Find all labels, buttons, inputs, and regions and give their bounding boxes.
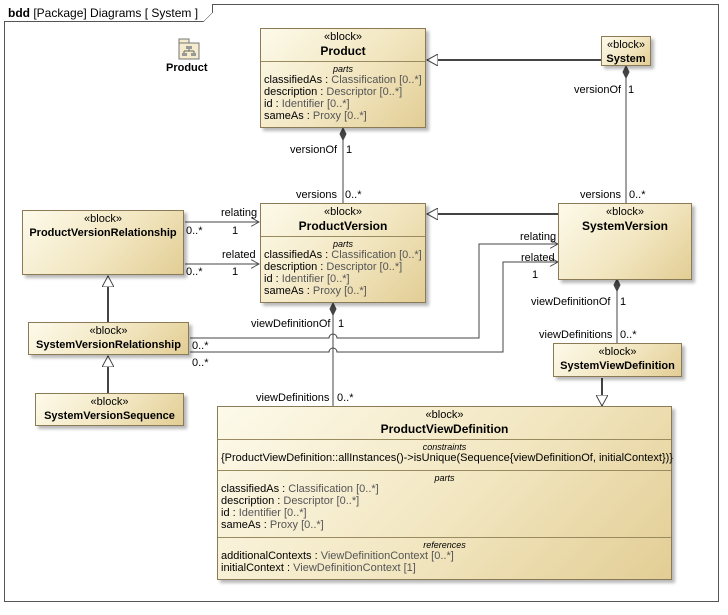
parts-compartment: parts classifiedAs : Classification [0..… [261,236,425,300]
multiplicity-label: 0..* [186,225,203,237]
compartment-title: parts [332,64,353,74]
parts-compartment: parts classifiedAs : Classification [0..… [261,61,425,125]
package-label[interactable]: Product [166,62,208,74]
part-row: description : Descriptor [0..*] [264,86,403,98]
block-name: ProductVersion [298,219,388,233]
compartment-title: references [423,540,466,550]
role-label: related [222,249,256,261]
block-system-version[interactable]: «block» SystemVersion [558,203,692,280]
constraint-row: {ProductViewDefinition::allInstances()->… [221,452,673,464]
part-row: classifiedAs : Classification [0..*] [264,249,422,261]
block-stereotype: «block» [598,346,637,358]
block-stereotype: «block» [607,39,645,51]
part-row: sameAs : Proxy [0..*] [264,110,367,122]
block-stereotype: «block» [84,213,122,225]
parts-compartment: parts classifiedAs : Classification [0..… [218,470,671,534]
block-name: ProductViewDefinition [380,422,509,436]
block-name: SystemVersionRelationship [36,339,181,351]
multiplicity-label: 0..* [337,392,354,404]
reference-row: initialContext : ViewDefinitionContext [… [221,562,416,574]
multiplicity-label: 0..* [345,189,362,201]
block-stereotype: «block» [89,325,128,337]
role-label: viewDefinitions [256,392,330,404]
block-product-version[interactable]: «block» ProductVersion parts classifiedA… [260,203,426,303]
reference-row: additionalContexts : ViewDefinitionConte… [221,550,454,562]
part-row: description : Descriptor [0..*] [264,261,403,273]
block-name: ProductVersionRelationship [29,227,177,239]
references-compartment: references additionalContexts : ViewDefi… [218,537,671,577]
frame-kind: bdd [8,6,30,20]
part-row: id : Identifier [0..*] [221,507,307,519]
compartment-title: parts [332,239,353,249]
role-label: viewDefinitionOf [251,318,331,330]
multiplicity-label: 0..* [629,189,646,201]
multiplicity-label: 1 [232,225,239,237]
frame-header: bdd [Package] Diagrams [ System ] [4,4,214,22]
block-product-view-definition[interactable]: «block» ProductViewDefinition constraint… [217,406,673,580]
block-stereotype: «block» [606,206,644,218]
block-system-view-definition[interactable]: «block» SystemViewDefinition [553,343,682,377]
block-name: SystemVersion [581,219,669,233]
block-stereotype: «block» [425,409,464,421]
compartment-title: parts [434,473,455,483]
compartment-title: constraints [422,442,467,452]
block-stereotype: «block» [324,206,362,218]
block-system[interactable]: «block» System [601,36,651,66]
association-related-sv [190,262,558,353]
part-row: classifiedAs : Classification [0..*] [221,483,379,495]
block-stereotype: «block» [324,31,362,43]
frame-title: [Package] Diagrams [ System ] [33,6,199,20]
association-relating-sv [190,244,558,339]
part-row: classifiedAs : Classification [0..*] [264,74,422,86]
block-name: System [606,53,646,65]
composite-diamond-product [339,126,347,142]
multiplicity-label: 1 [532,269,539,281]
block-product-version-relationship[interactable]: «block» ProductVersionRelationship [22,210,184,275]
multiplicity-label: 0..* [620,329,637,341]
block-system-version-relationship[interactable]: «block» SystemVersionRelationship [28,322,189,355]
block-product[interactable]: «block» Product parts classifiedAs : Cla… [260,28,426,128]
multiplicity-label: 0..* [186,266,203,278]
block-stereotype: «block» [90,396,129,408]
constraints-compartment: constraints {ProductViewDefinition::allI… [218,439,673,467]
role-label: versionOf [574,84,622,96]
diagram-frame [4,4,719,602]
part-row: id : Identifier [0..*] [264,98,350,110]
composite-diamond-productversion [329,301,337,317]
role-label: versions [296,189,337,201]
multiplicity-label: 0..* [192,357,209,369]
role-label: related [521,252,555,264]
part-row: sameAs : Proxy [0..*] [264,285,367,297]
role-label: versionOf [290,144,338,156]
composite-diamond-systemversion [613,277,621,293]
multiplicity-label: 1 [338,318,345,330]
role-label: relating [520,231,557,243]
block-name: Product [320,44,366,58]
role-label: relating [221,207,258,219]
block-name: SystemVersionSequence [44,410,175,422]
role-label: viewDefinitions [539,329,613,341]
multiplicity-label: 0..* [192,340,209,352]
role-label: viewDefinitionOf [531,296,611,308]
role-label: versions [580,189,621,201]
part-row: id : Identifier [0..*] [264,273,350,285]
block-name: SystemViewDefinition [560,360,675,372]
multiplicity-label: 1 [346,144,353,156]
block-system-version-sequence[interactable]: «block» SystemVersionSequence [35,393,184,426]
package-diagram-icon[interactable] [178,38,200,60]
multiplicity-label: 1 [232,266,239,278]
part-row: sameAs : Proxy [0..*] [221,519,324,531]
multiplicity-label: 1 [620,296,627,308]
multiplicity-label: 1 [628,84,635,96]
composite-diamond-system [622,64,630,80]
part-row: description : Descriptor [0..*] [221,495,360,507]
